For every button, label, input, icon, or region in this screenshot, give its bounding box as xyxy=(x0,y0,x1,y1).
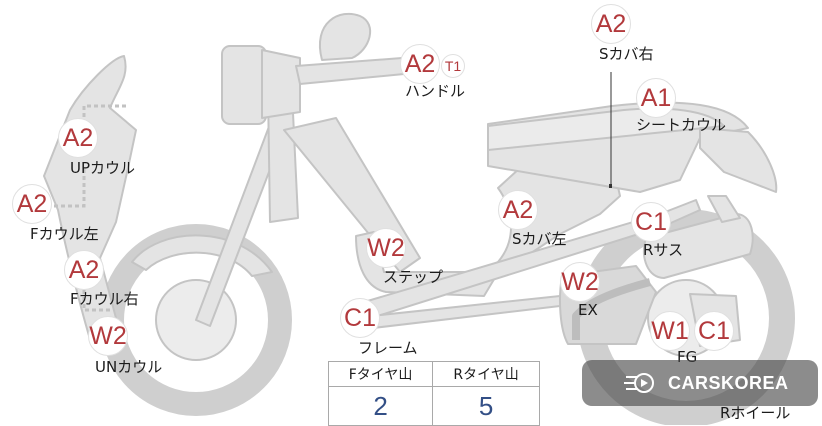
marker-seat-cowl: A1 xyxy=(636,78,676,118)
marker-un-cowl: W2 xyxy=(88,316,128,356)
handlebar xyxy=(295,57,405,85)
watermark-brand: CARSKOREA xyxy=(668,373,789,393)
tire-tread-table: Fタイヤ山 Rタイヤ山 2 5 xyxy=(327,361,540,426)
rear-suspension-arm xyxy=(707,195,741,223)
label-r-suspension: Rサス xyxy=(643,241,684,259)
label-s-cover-left: Sカバ左 xyxy=(512,230,567,248)
label-s-cover-right: Sカバ右 xyxy=(599,45,654,63)
label-un-cowl: UNカウル xyxy=(95,358,163,376)
headlight xyxy=(221,45,267,125)
marker-f-cowl-left: A2 xyxy=(12,184,52,224)
label-seat-cowl: シートカウル xyxy=(636,116,727,134)
marker-f-cowl-right: A2 xyxy=(64,250,104,290)
rear-suspension xyxy=(643,213,754,279)
carskorea-watermark: CARSKOREA xyxy=(582,360,818,406)
rear-tire-value: 5 xyxy=(432,386,540,426)
label-f-cowl-left: Fカウル左 xyxy=(30,225,99,243)
marker-s-cover-right: A2 xyxy=(591,4,631,44)
marker-fg-w1: W1 xyxy=(650,311,690,351)
marker-frame: C1 xyxy=(340,298,380,338)
carskorea-logo-icon xyxy=(624,373,654,393)
label-handle: ハンドル xyxy=(405,82,466,100)
cowl-seam-lower xyxy=(82,290,112,312)
rear-tail xyxy=(699,127,778,193)
marker-r-suspension: C1 xyxy=(631,202,671,242)
label-r-wheel: Rホイール xyxy=(720,404,791,422)
label-ex: EX xyxy=(578,301,598,319)
label-step: ステップ xyxy=(383,268,444,286)
s-cover-right-leader-end xyxy=(609,184,612,188)
marker-ex: W2 xyxy=(560,262,600,302)
marker-handle-t1: T1 xyxy=(441,54,465,78)
handle-post xyxy=(319,12,371,61)
rear-tire-header: Rタイヤ山 xyxy=(432,361,540,387)
label-up-cowl: UPカウル xyxy=(70,159,136,177)
marker-fg-c1: C1 xyxy=(694,311,734,351)
seat xyxy=(487,107,725,151)
front-tire-value: 2 xyxy=(327,386,434,426)
exhaust-pipe xyxy=(572,278,652,340)
marker-s-cover-left: A2 xyxy=(498,190,538,230)
marker-handle: A2 xyxy=(400,44,440,84)
cowl-seam-middle xyxy=(40,168,86,208)
headlight-housing xyxy=(261,49,301,119)
marker-up-cowl: A2 xyxy=(58,118,98,158)
marker-step: W2 xyxy=(366,228,406,268)
front-tire-header: Fタイヤ山 xyxy=(327,361,434,387)
label-f-cowl-right: Fカウル右 xyxy=(70,290,139,308)
label-frame: フレーム xyxy=(358,339,418,357)
